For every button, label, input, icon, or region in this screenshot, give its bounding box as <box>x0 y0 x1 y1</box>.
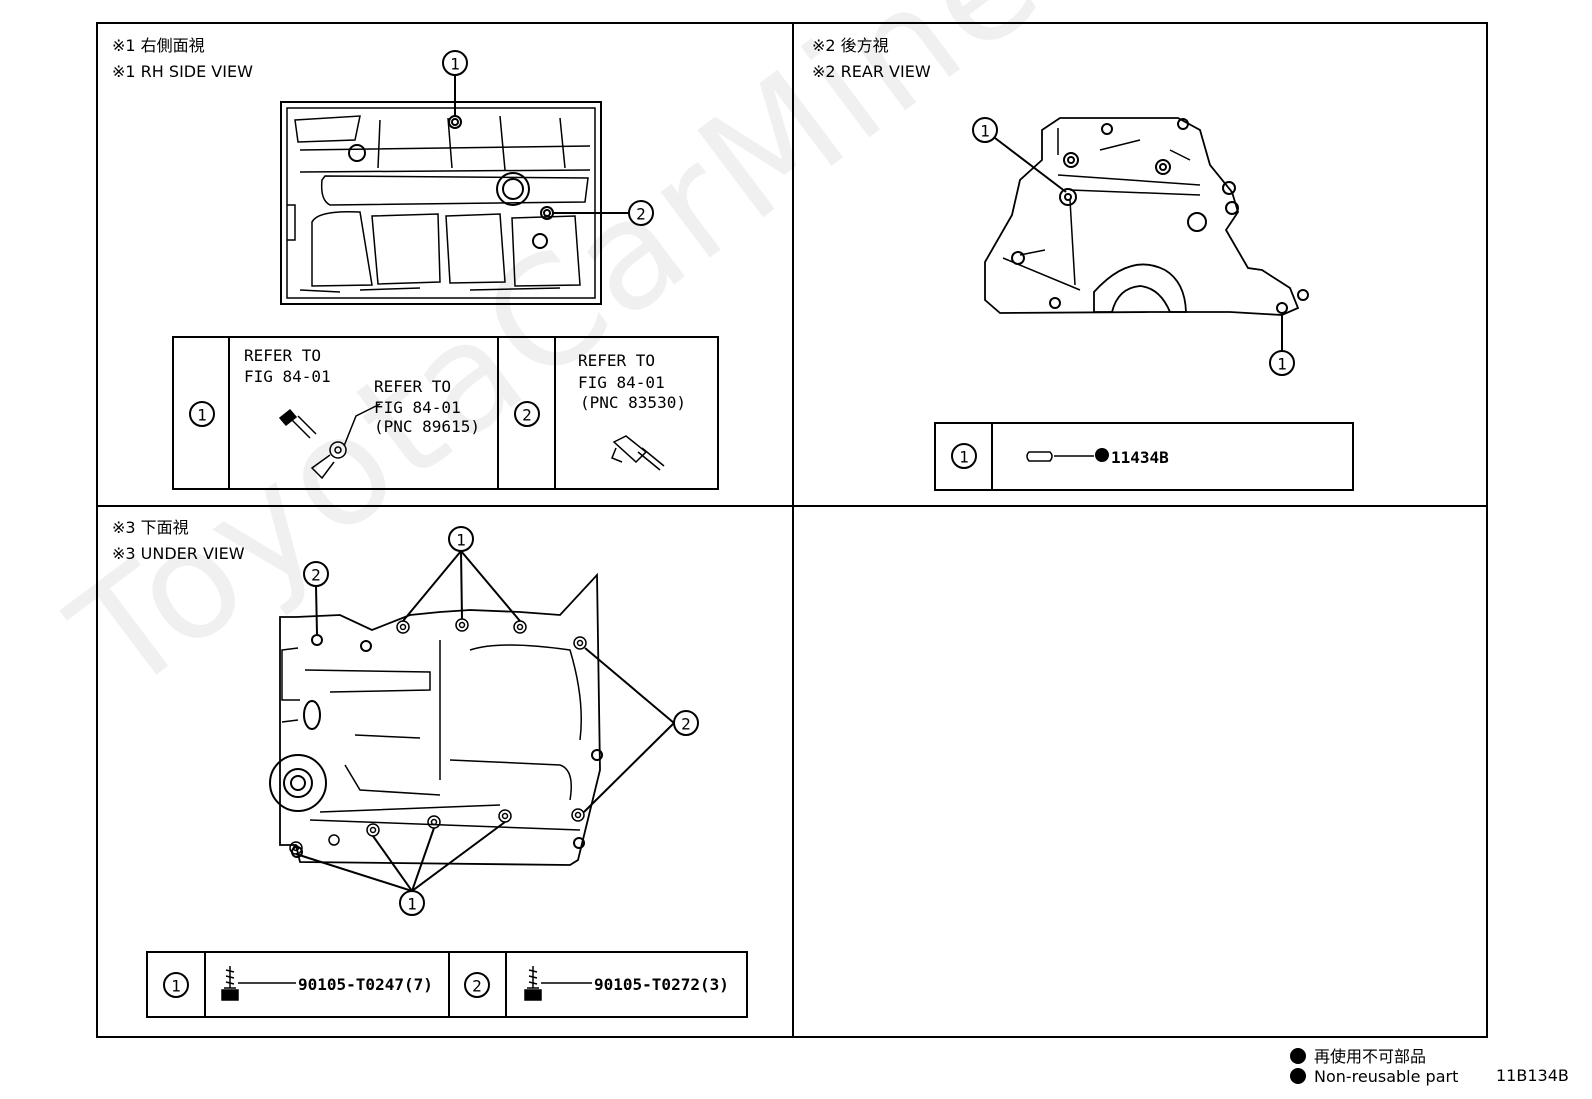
oil-pressure-switch-icon <box>611 435 665 471</box>
fig-reference: FIG 84-01 <box>244 367 331 386</box>
callout-number: 1 <box>171 977 181 996</box>
rh-side-block-drawing <box>280 101 602 305</box>
part-number: 11434B <box>1111 448 1169 467</box>
part-number: 90105-T0272(3) <box>594 975 729 994</box>
callout-number: 1 <box>959 448 969 467</box>
legend-en: Non-reusable part <box>1290 1067 1458 1086</box>
under-title-jp: ※3 下面視 <box>112 518 189 537</box>
rear-callout-lines <box>994 137 1283 351</box>
callout-number: 1 <box>980 122 990 141</box>
rh-side-callout-2-circle <box>628 200 654 226</box>
callout-number: 1 <box>450 55 460 74</box>
knock-sensor-icon <box>310 403 381 480</box>
legend-jp-text: 再使用不可部品 <box>1314 1047 1427 1066</box>
figure-number: 11B134B <box>1496 1066 1569 1085</box>
panel-divider-vertical <box>792 22 794 1038</box>
rh-side-title-jp: ※1 右側面視 <box>112 36 205 55</box>
callout-number: 1 <box>1277 355 1287 374</box>
part-number: 90105-T0247(7) <box>298 975 433 994</box>
rh-side-callout-1-circle <box>442 50 468 76</box>
non-reusable-dot-icon <box>1290 1068 1306 1084</box>
pnc-reference: (PNC 83530) <box>580 393 686 412</box>
refer-to-label: REFER TO <box>578 351 655 370</box>
callout-number: 2 <box>522 406 532 425</box>
under-parts-table <box>146 951 748 1018</box>
fig-reference: FIG 84-01 <box>374 398 461 417</box>
under-bolt-holes <box>289 618 587 855</box>
callout-number: 2 <box>311 566 321 585</box>
rh-side-parts-table <box>172 336 719 490</box>
callout-number: 1 <box>456 531 466 550</box>
fig-reference: FIG 84-01 <box>578 373 665 392</box>
callout-number: 1 <box>407 895 417 914</box>
rear-title-jp: ※2 後方視 <box>812 36 889 55</box>
callout-number: 1 <box>197 406 207 425</box>
non-reusable-dot <box>1095 448 1109 462</box>
rear-title-en: ※2 REAR VIEW <box>812 62 931 81</box>
panel-divider-horizontal <box>96 505 1488 507</box>
straight-pin-icon <box>1026 451 1094 462</box>
callout-number: 2 <box>472 977 482 996</box>
legend-en-text: Non-reusable part <box>1314 1067 1459 1086</box>
flange-bolt-icon <box>524 966 592 1001</box>
rh-side-title-en: ※1 RH SIDE VIEW <box>112 62 253 81</box>
bolt-icon <box>278 408 317 439</box>
under-callout-lines <box>295 550 675 892</box>
rear-parts-table <box>934 422 1354 491</box>
flange-bolt-icon <box>221 966 296 1001</box>
legend-jp: 再使用不可部品 <box>1290 1043 1426 1067</box>
non-reusable-dot-icon <box>1290 1048 1306 1064</box>
callout-number: 2 <box>681 715 691 734</box>
callout-number: 2 <box>636 205 646 224</box>
refer-to-label: REFER TO <box>374 377 451 396</box>
under-title-en: ※3 UNDER VIEW <box>112 544 245 563</box>
pnc-reference: (PNC 89615) <box>374 417 480 436</box>
refer-to-label: REFER TO <box>244 346 321 365</box>
rear-block-drawing <box>984 117 1309 316</box>
rh-side-callout-lines <box>454 75 629 214</box>
